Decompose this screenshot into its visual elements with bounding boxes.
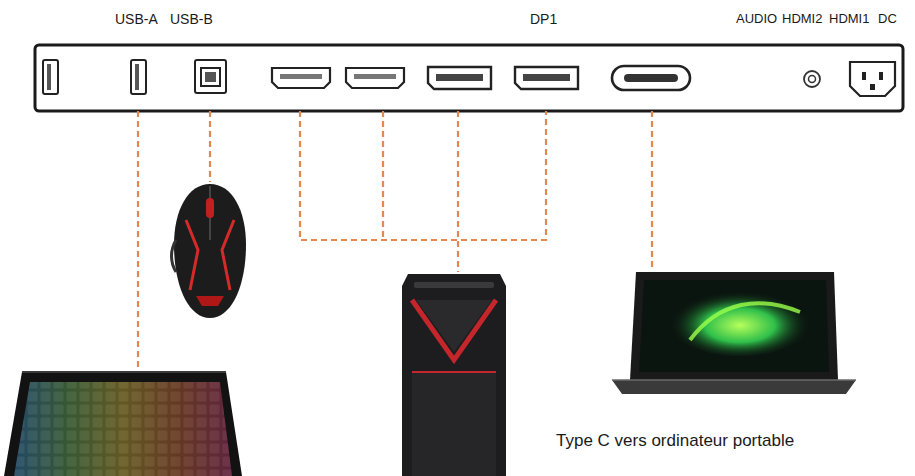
dashed-wire <box>138 111 652 372</box>
pc-tower-illustration <box>402 274 506 476</box>
port-label: HDMI2 <box>782 11 822 27</box>
port-label: DP1 <box>530 11 557 28</box>
laptop-illustration <box>612 272 856 394</box>
port-label: HDMI1 <box>829 11 869 27</box>
port-label: USB-B <box>170 11 213 28</box>
port-label: USB-A <box>115 11 158 28</box>
keyboard-illustration <box>4 372 242 476</box>
port-label: AUDIO <box>736 11 777 27</box>
mouse-illustration <box>172 184 247 318</box>
monitor-back-panel <box>35 45 903 111</box>
port-label: DC <box>878 11 897 27</box>
caption-note: Type C vers ordinateur portable <box>556 431 794 451</box>
